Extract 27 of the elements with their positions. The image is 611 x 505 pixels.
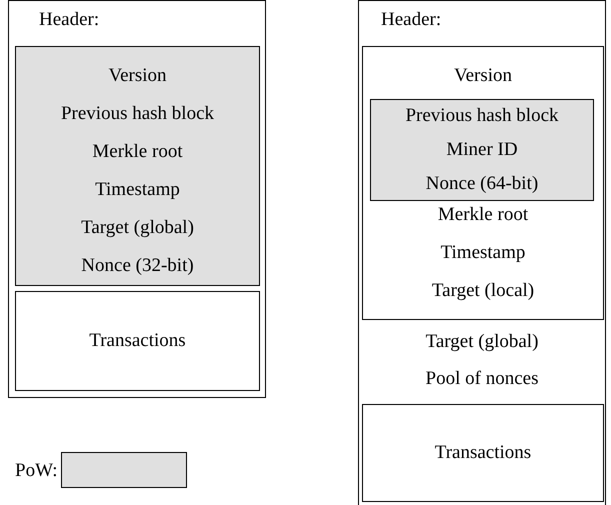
- legend-label: PoW:: [15, 460, 58, 482]
- block-panel: [8, 0, 266, 398]
- section-heading: Header:: [381, 9, 442, 31]
- header-box: [362, 46, 604, 320]
- block-panel: [358, 0, 606, 505]
- field-label: Target (global): [80, 217, 195, 239]
- field-label: Version: [452, 65, 514, 87]
- transactions-box: [362, 404, 604, 502]
- transactions-box: [15, 291, 260, 391]
- field-label: Previous hash block: [404, 105, 560, 127]
- header-fields-box: [15, 46, 260, 286]
- field-label: Transactions: [434, 442, 532, 464]
- field-label: Timestamp: [440, 242, 526, 264]
- field-label: Nonce (32-bit): [80, 255, 195, 277]
- field-label: Merkle root: [91, 141, 184, 163]
- field-label: Pool of nonces: [424, 368, 540, 390]
- field-label: Merkle root: [436, 204, 530, 226]
- field-label: Previous hash block: [60, 103, 216, 125]
- field-label: Transactions: [88, 330, 187, 352]
- section-heading: Header:: [39, 9, 100, 31]
- pow-fields-box: [370, 99, 594, 201]
- field-label: Miner ID: [445, 139, 519, 161]
- field-label: Target (local): [430, 280, 536, 302]
- field-label: Nonce (64-bit): [424, 173, 540, 195]
- field-label: Target (global): [424, 331, 540, 353]
- field-label: Timestamp: [94, 179, 181, 201]
- field-label: Version: [107, 65, 168, 87]
